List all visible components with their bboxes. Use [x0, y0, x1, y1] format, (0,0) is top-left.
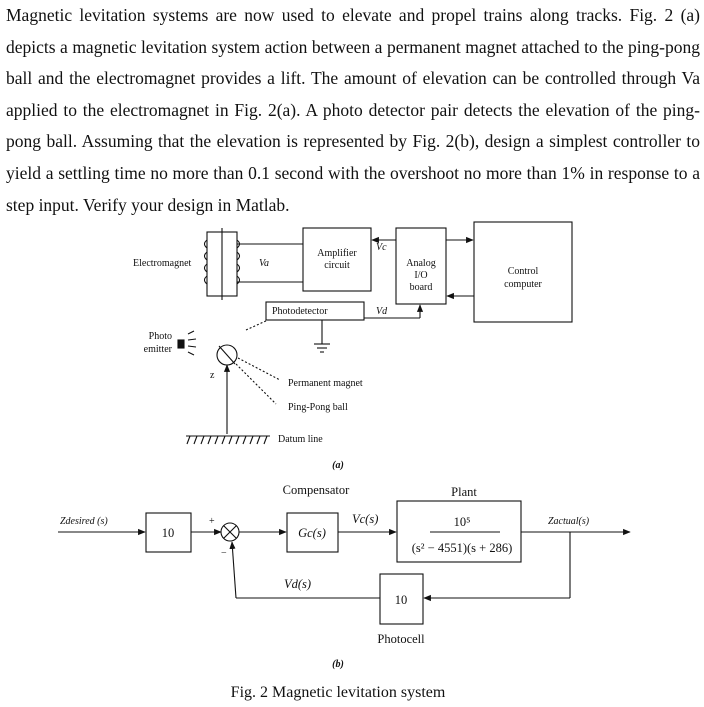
control-label-2: computer	[504, 279, 542, 290]
vc-s-label: Vc(s)	[352, 512, 378, 526]
feedback-gain-label: 10	[395, 593, 408, 607]
photocell-label: Photocell	[377, 632, 425, 646]
photocell-block	[379, 573, 424, 625]
vc-label: Vc	[376, 242, 387, 253]
gain-block-label: 10	[162, 526, 175, 540]
ground-icon	[314, 320, 330, 353]
analog-label-1: Analog	[406, 258, 435, 269]
ping-pong-ball-label: Ping-Pong ball	[288, 402, 348, 413]
figure-caption: Fig. 2 Magnetic levitation system	[231, 684, 446, 701]
problem-statement: Magnetic levitation systems are now used…	[6, 0, 700, 221]
z-desired-label: Zdesired (s)	[60, 516, 108, 527]
permanent-magnet-label: Permanent magnet	[288, 378, 363, 389]
control-computer-box	[473, 221, 573, 323]
control-label-1: Control	[508, 266, 539, 277]
z-actual-label: Zactual(s)	[548, 516, 590, 527]
electromagnet-coil	[203, 228, 241, 300]
amplifier-label-2: circuit	[324, 260, 350, 271]
summing-junction-icon	[220, 522, 240, 542]
z-label: z	[210, 370, 215, 381]
problem-paragraph: Magnetic levitation systems are now used…	[6, 5, 700, 215]
photodetector-label: Photodetector	[272, 306, 328, 317]
gc-label: Gc(s)	[298, 526, 326, 540]
caption-b: (b)	[332, 659, 344, 670]
minus-sign: −	[221, 548, 227, 559]
compensator-label: Compensator	[283, 483, 350, 497]
analog-label-3: board	[410, 282, 433, 293]
analog-io-box	[395, 227, 447, 305]
amplifier-box	[302, 227, 372, 292]
photo-emitter-label-1: Photo	[149, 331, 172, 342]
vd-s-label: Vd(s)	[284, 577, 311, 591]
figure-a	[177, 221, 573, 445]
plant-numerator: 10⁵	[454, 515, 471, 529]
plant-denominator: (s² − 4551)(s + 286)	[412, 541, 512, 555]
electromagnet-label: Electromagnet	[133, 258, 192, 269]
emitter-rays	[187, 330, 197, 356]
photo-emitter-icon	[177, 339, 185, 349]
figure-b	[58, 500, 631, 625]
va-label: Va	[259, 258, 269, 269]
vd-label: Vd	[376, 306, 388, 317]
datum-line-label: Datum line	[278, 434, 323, 445]
datum-hatch	[186, 435, 270, 445]
plus-sign: +	[209, 516, 215, 527]
caption-a: (a)	[332, 460, 344, 471]
photodetector-box	[265, 301, 365, 321]
plant-label: Plant	[451, 485, 477, 499]
photo-emitter-label-2: emitter	[144, 344, 173, 355]
amplifier-label-1: Amplifier	[317, 248, 357, 259]
analog-label-2: I/O	[414, 270, 427, 281]
